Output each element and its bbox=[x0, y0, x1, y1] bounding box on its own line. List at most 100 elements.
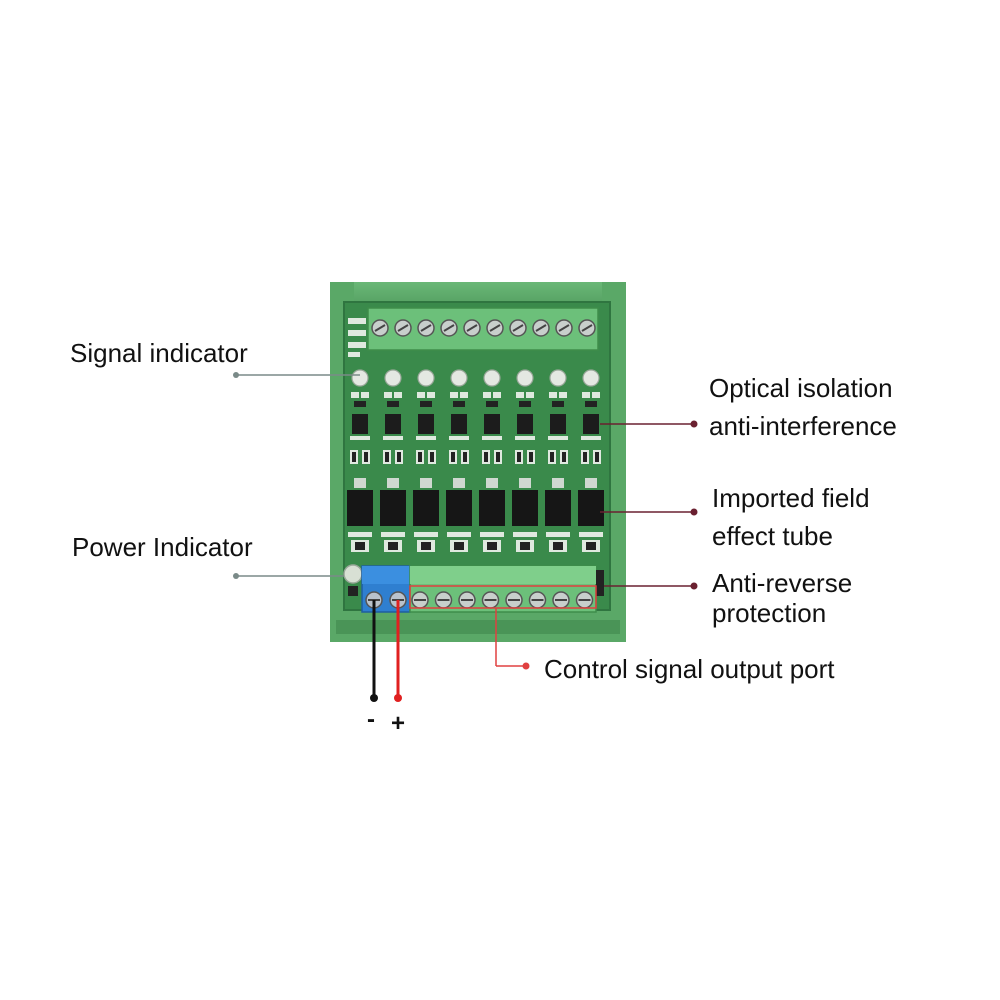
fet-pads bbox=[480, 532, 504, 537]
smd-component bbox=[463, 452, 467, 462]
optocoupler-chip bbox=[352, 414, 368, 434]
field-effect-transistor bbox=[545, 490, 571, 526]
field-effect-transistor bbox=[446, 490, 472, 526]
top-screw-slot bbox=[489, 324, 501, 332]
callout-control-output-port: Control signal output port bbox=[544, 654, 835, 684]
smd-component bbox=[496, 452, 500, 462]
optocoupler-chip bbox=[484, 414, 500, 434]
resistor-pad bbox=[516, 392, 524, 398]
top-screw-slot bbox=[466, 324, 478, 332]
resistor-pad bbox=[384, 392, 392, 398]
smd-resistor bbox=[453, 401, 465, 407]
smd-component bbox=[397, 452, 401, 462]
smd-component bbox=[430, 452, 434, 462]
top-screw-slot bbox=[397, 324, 409, 332]
mosfet-tab bbox=[354, 478, 366, 488]
callout-anti-reverse: Anti-reverse protection bbox=[712, 568, 852, 628]
negative-polarity-label: - bbox=[367, 706, 375, 733]
smd-component bbox=[484, 452, 488, 462]
resistor-pad bbox=[417, 392, 425, 398]
mosfet-tab bbox=[585, 478, 597, 488]
field-effect-transistor bbox=[512, 490, 538, 526]
callout-reverse-line-2: protection bbox=[712, 598, 827, 628]
smd-component bbox=[583, 452, 587, 462]
fet-pads bbox=[348, 532, 372, 537]
optocoupler-chip bbox=[418, 414, 434, 434]
callout-imported-fet: Imported field effect tube bbox=[712, 479, 870, 555]
resistor-pad bbox=[450, 392, 458, 398]
resistor-pad bbox=[483, 392, 491, 398]
smd-diode bbox=[454, 542, 464, 550]
top-screw-slot bbox=[512, 324, 524, 332]
smd-diode bbox=[553, 542, 563, 550]
smd-component bbox=[352, 452, 356, 462]
smd-resistor bbox=[519, 401, 531, 407]
smd-component bbox=[385, 452, 389, 462]
signal-indicator-led bbox=[417, 369, 435, 387]
signal-indicator-led bbox=[549, 369, 567, 387]
smd-resistor bbox=[354, 401, 366, 407]
smd-resistor bbox=[585, 401, 597, 407]
top-screw-slot bbox=[443, 324, 455, 332]
top-screw-slot bbox=[581, 324, 593, 332]
output-terminal-block bbox=[409, 565, 597, 613]
optocoupler-pads bbox=[350, 436, 370, 440]
power-terminal-block bbox=[361, 565, 411, 613]
silkscreen-marks bbox=[348, 318, 366, 357]
resistor-pad bbox=[526, 392, 534, 398]
signal-indicator-led bbox=[516, 369, 534, 387]
resistor-pad bbox=[592, 392, 600, 398]
optocoupler-pads bbox=[581, 436, 601, 440]
callout-fet-line-1: Imported field bbox=[712, 483, 870, 513]
top-screw-slot bbox=[558, 324, 570, 332]
resistor-pad bbox=[351, 392, 359, 398]
optocoupler-pads bbox=[482, 436, 502, 440]
callout-power-indicator: Power Indicator bbox=[72, 532, 253, 562]
signal-indicator-led bbox=[351, 369, 369, 387]
smd-diode bbox=[355, 542, 365, 550]
optocoupler-pads bbox=[416, 436, 436, 440]
smd-component bbox=[451, 452, 455, 462]
leader-lines bbox=[233, 372, 698, 670]
positive-polarity-label: + bbox=[391, 710, 406, 737]
smd-diode bbox=[520, 542, 530, 550]
mosfet-tab bbox=[420, 478, 432, 488]
mosfet-tab bbox=[486, 478, 498, 488]
mosfet-tab bbox=[453, 478, 465, 488]
field-effect-transistor bbox=[380, 490, 406, 526]
smd-component bbox=[418, 452, 422, 462]
fet-pads bbox=[546, 532, 570, 537]
resistor-pad bbox=[394, 392, 402, 398]
smd-resistor bbox=[552, 401, 564, 407]
top-terminal-block bbox=[367, 307, 599, 351]
smd-component bbox=[529, 452, 533, 462]
positive-wire-end bbox=[394, 694, 402, 702]
resistor-pad bbox=[549, 392, 557, 398]
smd-component bbox=[364, 452, 368, 462]
fet-pads bbox=[513, 532, 537, 537]
signal-indicator-led bbox=[483, 369, 501, 387]
optocoupler-pads bbox=[548, 436, 568, 440]
resistor-pad bbox=[582, 392, 590, 398]
top-screw-slot bbox=[374, 324, 386, 332]
mosfet-tab bbox=[519, 478, 531, 488]
field-effect-transistor bbox=[578, 490, 604, 526]
optocoupler-chip bbox=[451, 414, 467, 434]
optocoupler-chip bbox=[385, 414, 401, 434]
smd-diode bbox=[487, 542, 497, 550]
resistor-pad bbox=[460, 392, 468, 398]
resistor-pad bbox=[361, 392, 369, 398]
callout-reverse-line-1: Anti-reverse bbox=[712, 568, 853, 598]
mosfet-tab bbox=[552, 478, 564, 488]
anti-reverse-diode bbox=[596, 570, 604, 596]
optocoupler-chip bbox=[517, 414, 533, 434]
callout-optical-isolation: Optical isolation anti-interference bbox=[709, 369, 897, 445]
channel-components bbox=[347, 369, 604, 552]
mosfet-tab bbox=[387, 478, 399, 488]
fet-pads bbox=[414, 532, 438, 537]
smd-diode bbox=[388, 542, 398, 550]
optocoupler-pads bbox=[449, 436, 469, 440]
field-effect-transistor bbox=[347, 490, 373, 526]
resistor-pad bbox=[427, 392, 435, 398]
